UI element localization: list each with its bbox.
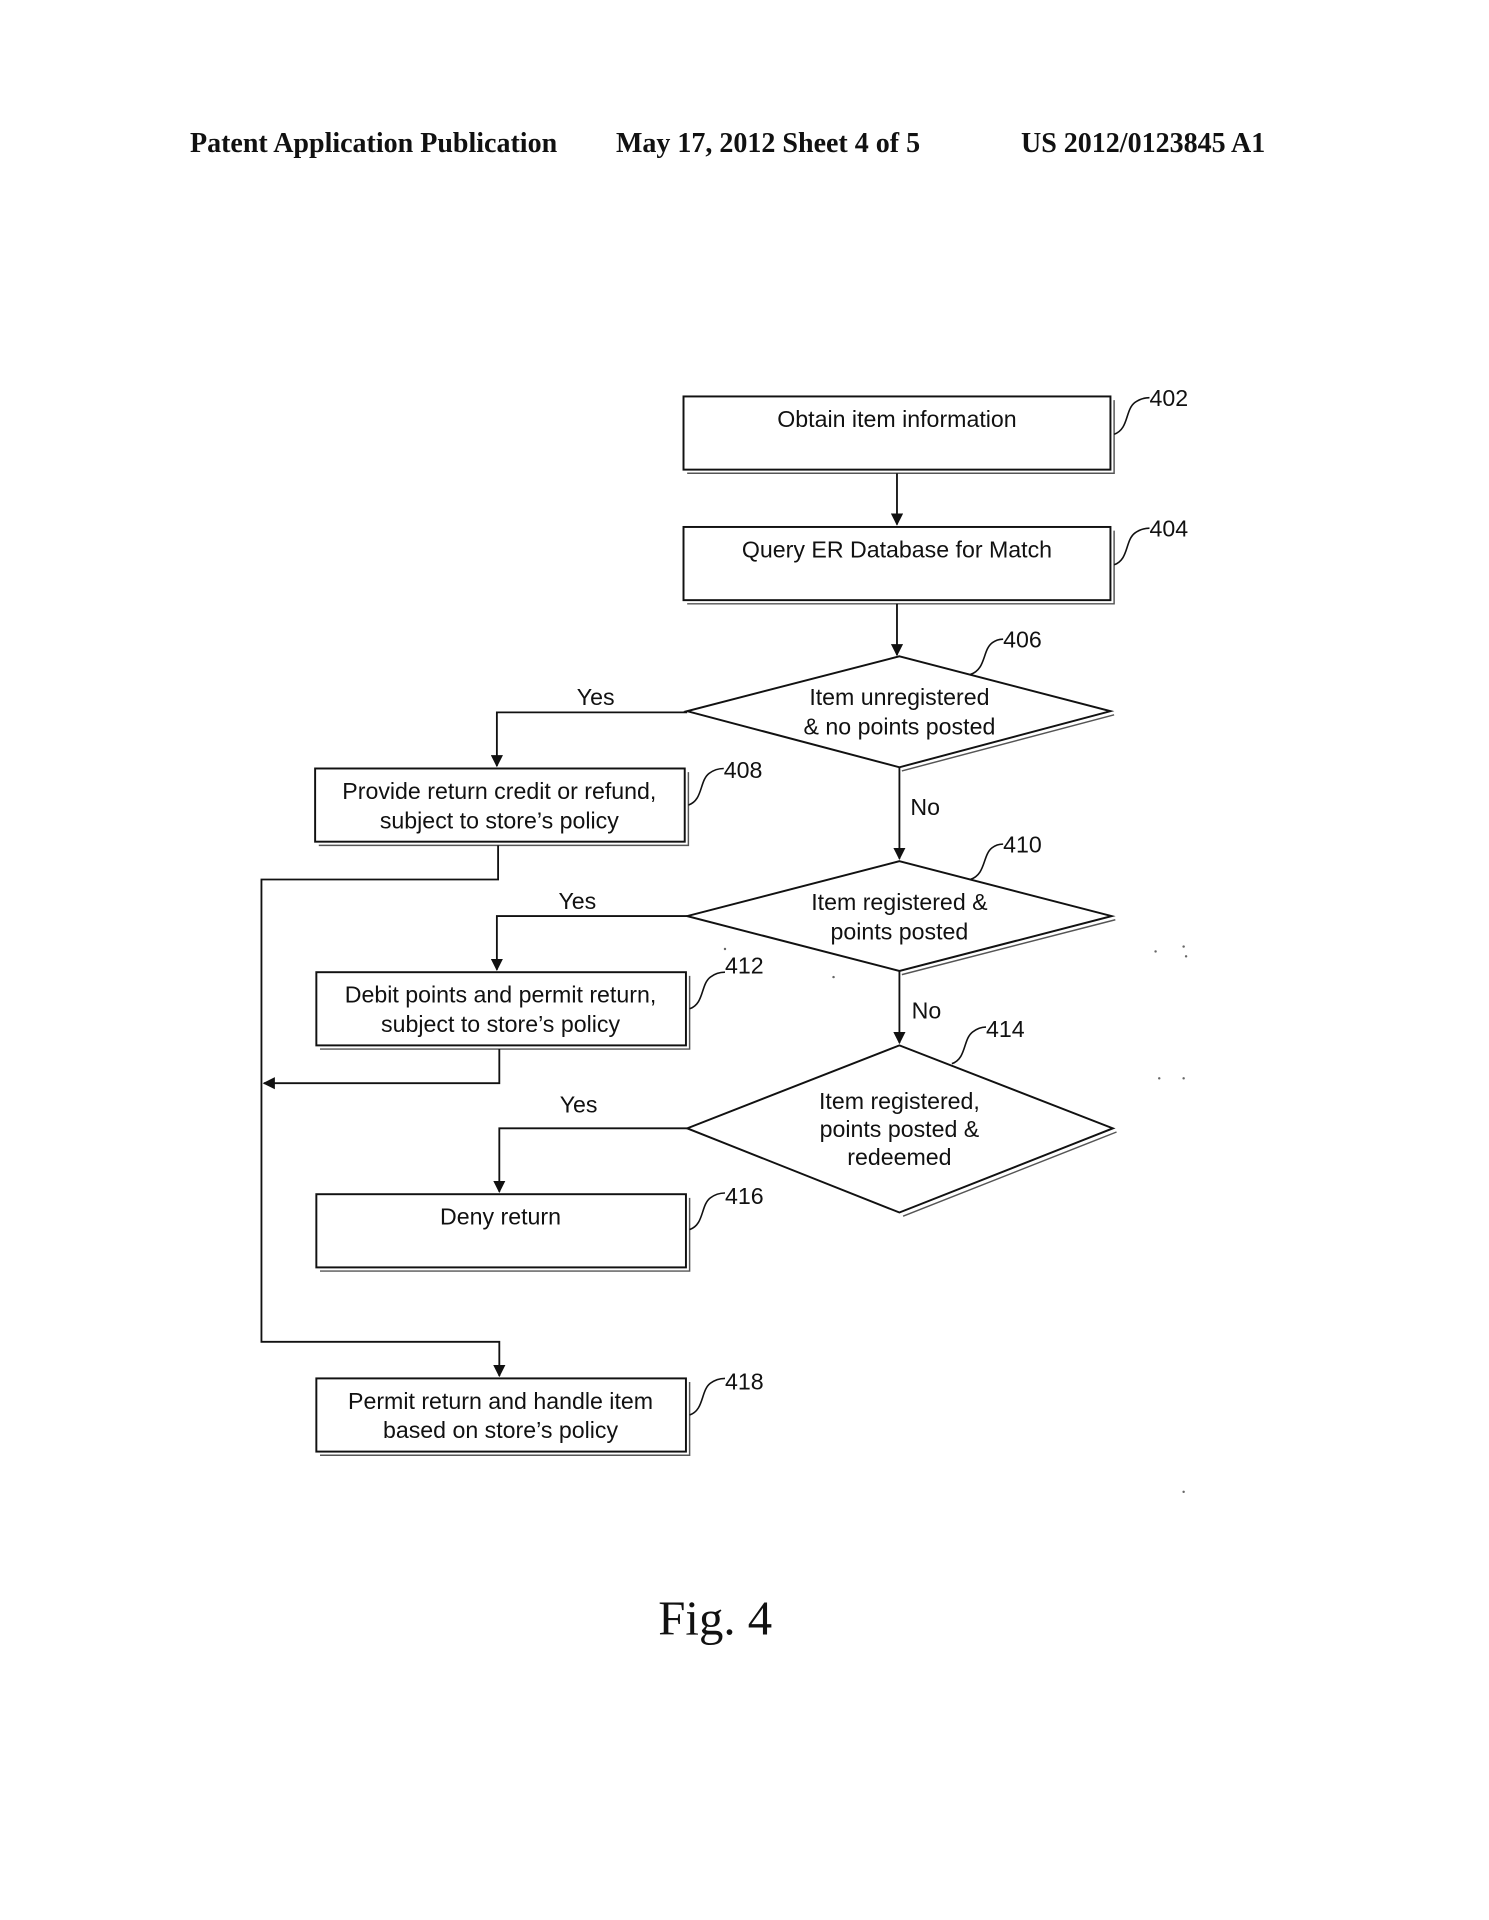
node-418-line-2: based on store’s policy: [383, 1417, 619, 1443]
node-416-line-1: Deny return: [440, 1204, 561, 1230]
node-404-line-1: Query ER Database for Match: [742, 536, 1052, 562]
edge-412-rail: [262, 1049, 501, 1090]
node-408-line-2: subject to store’s policy: [380, 807, 619, 833]
scan-specks: [723, 945, 1188, 1494]
process-box-402: Obtain item information 402: [682, 385, 1188, 475]
node-412-line-2: subject to store’s policy: [381, 1011, 620, 1037]
leader-line-410: [969, 843, 1004, 881]
edge-label-414-yes: Yes: [560, 1091, 598, 1117]
ref-402: 402: [1149, 385, 1188, 411]
edge-label-410-no: No: [912, 998, 942, 1024]
node-418-line-1: Permit return and handle item: [348, 1388, 653, 1414]
edge-408-418: [260, 845, 506, 1378]
ref-418: 418: [725, 1368, 764, 1394]
publication-title: Patent Application Publication: [190, 128, 558, 159]
process-box-418: Permit return and handle item based on s…: [315, 1368, 764, 1456]
node-402-line-1: Obtain item information: [777, 406, 1016, 432]
leader-line-408: [688, 767, 724, 806]
edge-406-408: [490, 711, 688, 768]
page-header: Patent Application Publication May 17, 2…: [0, 128, 1489, 168]
ref-414: 414: [986, 1016, 1025, 1042]
node-414-line-2: points posted &: [820, 1116, 980, 1142]
node-414-line-1: Item registered,: [819, 1088, 980, 1114]
leader-line-418: [689, 1377, 725, 1416]
node-406-line-1: Item unregistered: [809, 684, 989, 710]
ref-416: 416: [725, 1183, 764, 1209]
leader-line-412: [689, 971, 725, 1010]
edge-label-406-no: No: [910, 794, 940, 820]
node-408-line-1: Provide return credit or refund,: [342, 778, 656, 804]
edge-label-410-yes: Yes: [558, 888, 596, 914]
edge-label-406-yes: Yes: [577, 684, 615, 710]
node-406-line-2: & no points posted: [804, 713, 996, 739]
leader-line-402: [1113, 396, 1150, 436]
edge-414-416: [493, 1127, 688, 1193]
leader-line-404: [1113, 527, 1150, 566]
date-sheet: May 17, 2012 Sheet 4 of 5: [616, 128, 921, 159]
leader-line-416: [689, 1192, 725, 1231]
leader-line-406: [969, 638, 1004, 676]
ref-404: 404: [1149, 516, 1188, 542]
figure-label: Fig. 4: [658, 1592, 772, 1646]
decision-diamond-414: Item registered, points posted & redeeme…: [684, 1016, 1117, 1217]
leader-line-414: [951, 1026, 987, 1065]
node-412-line-1: Debit points and permit return,: [345, 982, 656, 1008]
ref-412: 412: [725, 952, 764, 978]
process-box-408: Provide return credit or refund, subject…: [314, 757, 763, 847]
process-box-416: Deny return 416: [315, 1183, 764, 1272]
decision-diamond-406: Item unregistered & no points posted 406: [683, 627, 1115, 772]
ref-408: 408: [724, 757, 763, 783]
process-box-412: Debit points and permit return, subject …: [315, 952, 764, 1050]
publication-number: US 2012/0123845 A1: [1021, 128, 1266, 159]
edge-410-412: [490, 915, 688, 971]
ref-410: 410: [1003, 832, 1042, 858]
node-410-line-2: points posted: [831, 918, 969, 944]
process-box-404: Query ER Database for Match 404: [682, 516, 1188, 605]
node-410-line-1: Item registered &: [811, 889, 988, 915]
ref-406: 406: [1003, 627, 1042, 653]
node-414-line-3: redeemed: [847, 1144, 951, 1170]
decision-diamond-410: Item registered & points posted 410: [683, 832, 1116, 976]
